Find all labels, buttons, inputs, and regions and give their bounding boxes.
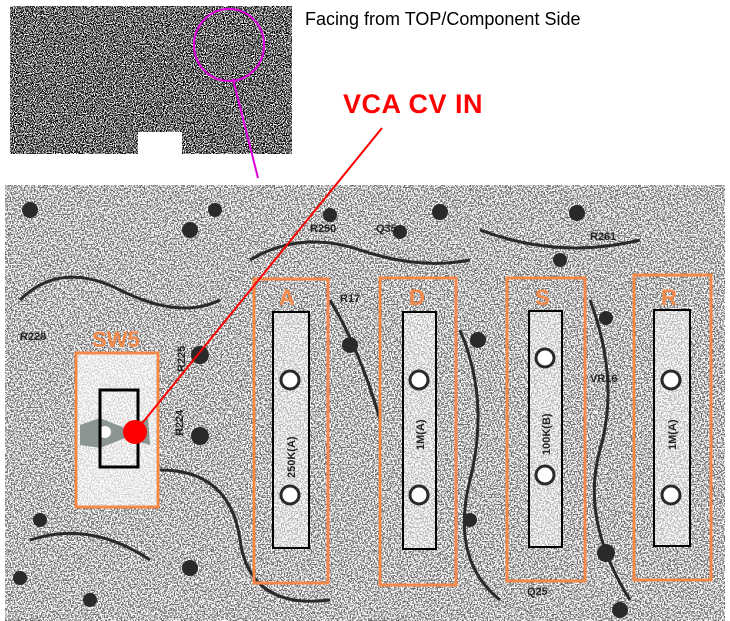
silk-r225: R225 bbox=[176, 346, 188, 372]
fader-label-s: S bbox=[535, 285, 550, 310]
fader-value-r: 1M(A) bbox=[667, 419, 679, 450]
switch-sw5: SW5 bbox=[74, 327, 160, 509]
fader-decay: D 1M(A) bbox=[378, 276, 458, 587]
silk-r261: R261 bbox=[590, 231, 616, 243]
switch-label: SW5 bbox=[92, 327, 140, 352]
magnifier-circle bbox=[193, 8, 265, 82]
board-thumbnail bbox=[10, 6, 292, 179]
callout-label: VCA CV IN bbox=[343, 89, 484, 119]
fader-label-r: R bbox=[661, 285, 677, 310]
silk-q35: Q35 bbox=[376, 223, 397, 235]
fader-sustain: S 100K(B) bbox=[505, 276, 587, 583]
callout-leader bbox=[134, 127, 383, 433]
silk-r250: R250 bbox=[310, 223, 336, 235]
fader-value-a: 250K(A) bbox=[286, 436, 298, 478]
vca-cv-in-point bbox=[123, 420, 147, 444]
view-caption: Facing from TOP/Component Side bbox=[305, 9, 581, 29]
silk-vr16: VR16 bbox=[590, 373, 618, 385]
silk-r228: R228 bbox=[20, 331, 46, 343]
fader-label-a: A bbox=[279, 285, 295, 310]
fader-value-s: 100K(B) bbox=[541, 413, 553, 455]
silk-r224: R224 bbox=[174, 409, 186, 436]
silk-q25: Q25 bbox=[527, 586, 548, 598]
fader-value-d: 1M(A) bbox=[415, 419, 427, 450]
fader-label-d: D bbox=[409, 285, 425, 310]
magnifier-leader bbox=[232, 78, 259, 179]
fader-release: R 1M(A) bbox=[632, 273, 713, 582]
silk-r17: R17 bbox=[340, 293, 360, 305]
fader-attack: A 250K(A) bbox=[252, 277, 330, 585]
